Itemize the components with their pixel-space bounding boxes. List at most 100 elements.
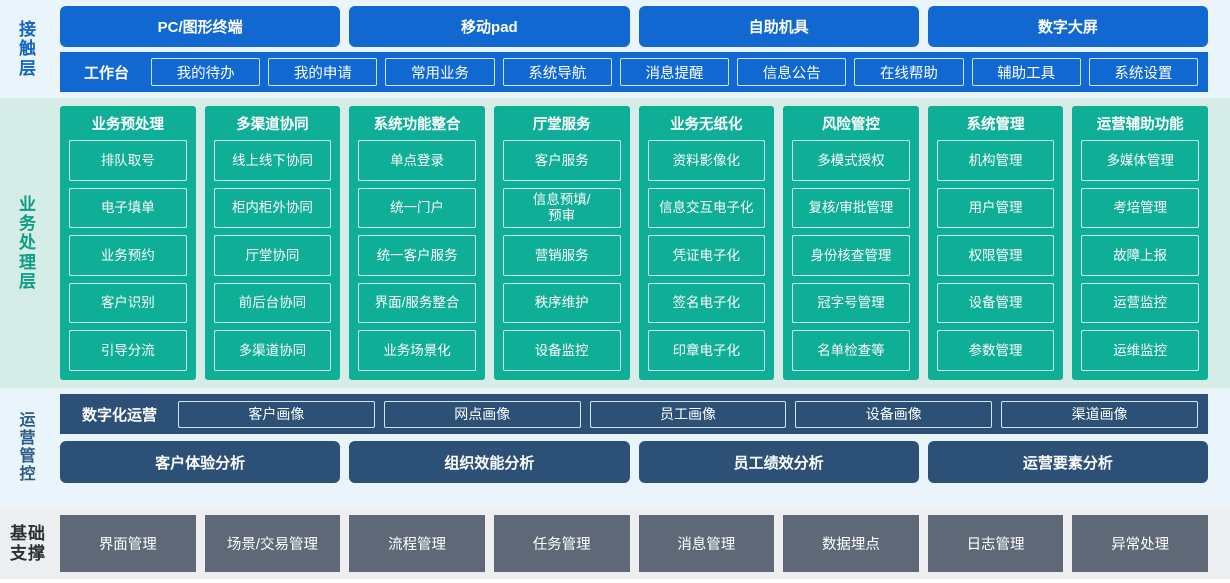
business-column-system-integration: 系统功能整合 单点登录 统一门户 统一客户服务 界面/服务整合 业务场景化 bbox=[349, 106, 485, 380]
biz-item[interactable]: 客户识别 bbox=[69, 282, 187, 324]
biz-item[interactable]: 秩序维护 bbox=[502, 282, 621, 324]
workbench-item-announcement[interactable]: 信息公告 bbox=[737, 58, 847, 86]
biz-item[interactable]: 多媒体管理 bbox=[1081, 140, 1199, 181]
biz-item[interactable]: 签名电子化 bbox=[647, 282, 766, 324]
biz-item[interactable]: 信息交互电子化 bbox=[647, 187, 766, 229]
biz-item[interactable]: 印章电子化 bbox=[647, 330, 766, 371]
biz-item[interactable]: 运营监控 bbox=[1081, 282, 1199, 324]
base-item-exception-handling[interactable]: 异常处理 bbox=[1072, 515, 1208, 572]
analysis-organization-efficiency[interactable]: 组织效能分析 bbox=[349, 441, 630, 483]
column-title: 厅堂服务 bbox=[532, 117, 591, 133]
biz-item[interactable]: 冠字号管理 bbox=[792, 282, 910, 324]
biz-item[interactable]: 多模式授权 bbox=[792, 140, 910, 181]
biz-item[interactable]: 机构管理 bbox=[936, 140, 1055, 181]
touch-layer-body: PC/图形终端 移动pad 自助机具 数字大屏 工作台 我的待办 我的申请 常用… bbox=[56, 6, 1230, 92]
business-column-risk-control: 风险管控 多模式授权 复核/审批管理 身份核查管理 冠字号管理 名单检查等 bbox=[783, 106, 919, 380]
workbench-item-online-help[interactable]: 在线帮助 bbox=[854, 58, 964, 86]
base-item-ui-management[interactable]: 界面管理 bbox=[60, 515, 196, 572]
biz-item[interactable]: 线上线下协同 bbox=[213, 140, 332, 181]
biz-item[interactable]: 用户管理 bbox=[936, 187, 1055, 229]
biz-item[interactable]: 引导分流 bbox=[69, 330, 187, 371]
digital-operations-title: 数字化运营 bbox=[82, 406, 158, 424]
workbench-item-aux-tools[interactable]: 辅助工具 bbox=[971, 58, 1081, 86]
column-items: 资料影像化 信息交互电子化 凭证电子化 签名电子化 印章电子化 bbox=[647, 140, 766, 371]
analysis-customer-experience[interactable]: 客户体验分析 bbox=[60, 441, 341, 483]
column-title: 运营辅助功能 bbox=[1096, 117, 1184, 133]
biz-item[interactable]: 营销服务 bbox=[502, 235, 621, 276]
channel-self-service[interactable]: 自助机具 bbox=[638, 6, 919, 47]
workbench-item-common-business[interactable]: 常用业务 bbox=[385, 58, 495, 86]
column-title: 系统功能整合 bbox=[373, 117, 461, 133]
biz-item[interactable]: 信息预填/ 预审 bbox=[502, 187, 621, 229]
business-column-pre-processing: 业务预处理 排队取号 电子填单 业务预约 客户识别 引导分流 bbox=[60, 106, 196, 380]
biz-item[interactable]: 界面/服务整合 bbox=[358, 282, 476, 324]
biz-item[interactable]: 单点登录 bbox=[358, 140, 476, 181]
business-layer-body: 业务预处理 排队取号 电子填单 业务预约 客户识别 引导分流 多渠道协同 线上线… bbox=[56, 106, 1230, 380]
biz-item[interactable]: 排队取号 bbox=[69, 140, 187, 181]
biz-item[interactable]: 运维监控 bbox=[1081, 330, 1199, 371]
biz-item[interactable]: 业务场景化 bbox=[358, 330, 476, 371]
biz-item[interactable]: 柜内柜外协同 bbox=[213, 187, 332, 229]
biz-item[interactable]: 凭证电子化 bbox=[647, 235, 766, 276]
biz-item[interactable]: 考培管理 bbox=[1081, 187, 1199, 229]
biz-item[interactable]: 故障上报 bbox=[1081, 235, 1199, 276]
workbench-item-system-settings[interactable]: 系统设置 bbox=[1088, 58, 1198, 86]
column-title: 风险管控 bbox=[821, 117, 880, 133]
base-items-row: 界面管理 场景/交易管理 流程管理 任务管理 消息管理 数据埋点 日志管理 异常… bbox=[56, 515, 1230, 572]
analysis-row: 客户体验分析 组织效能分析 员工绩效分析 运营要素分析 bbox=[60, 441, 1208, 483]
workbench-item-my-todo[interactable]: 我的待办 bbox=[151, 58, 261, 86]
biz-item[interactable]: 设备监控 bbox=[502, 330, 621, 371]
workbench-item-system-nav[interactable]: 系统导航 bbox=[502, 58, 612, 86]
base-item-scenario-transaction[interactable]: 场景/交易管理 bbox=[204, 515, 341, 572]
biz-item[interactable]: 电子填单 bbox=[69, 187, 187, 229]
analysis-employee-performance[interactable]: 员工绩效分析 bbox=[638, 441, 919, 483]
analysis-operation-elements[interactable]: 运营要素分析 bbox=[927, 441, 1208, 483]
biz-item[interactable]: 客户服务 bbox=[502, 140, 621, 181]
workbench-item-message-alert[interactable]: 消息提醒 bbox=[619, 58, 730, 86]
business-layer-label: 业务处理层 bbox=[0, 106, 56, 380]
base-item-process-management[interactable]: 流程管理 bbox=[349, 515, 485, 572]
biz-item[interactable]: 统一门户 bbox=[358, 187, 476, 229]
biz-item[interactable]: 身份核查管理 bbox=[792, 235, 910, 276]
biz-item[interactable]: 设备管理 bbox=[936, 282, 1055, 324]
business-columns: 业务预处理 排队取号 电子填单 业务预约 客户识别 引导分流 多渠道协同 线上线… bbox=[56, 106, 1230, 380]
portrait-item-customer[interactable]: 客户画像 bbox=[178, 400, 375, 428]
biz-item[interactable]: 参数管理 bbox=[936, 330, 1055, 371]
base-item-task-management[interactable]: 任务管理 bbox=[493, 515, 630, 572]
channel-pc[interactable]: PC/图形终端 bbox=[60, 6, 341, 47]
column-items: 单点登录 统一门户 统一客户服务 界面/服务整合 业务场景化 bbox=[358, 140, 476, 371]
biz-item[interactable]: 名单检查等 bbox=[792, 330, 910, 371]
touch-layer-band: 接触层 PC/图形终端 移动pad 自助机具 数字大屏 工作台 我的待办 我的申… bbox=[0, 0, 1230, 98]
biz-item[interactable]: 统一客户服务 bbox=[358, 235, 476, 276]
business-layer-label-text: 业务处理层 bbox=[19, 195, 37, 291]
biz-item[interactable]: 业务预约 bbox=[69, 235, 187, 276]
base-item-data-tracking[interactable]: 数据埋点 bbox=[783, 515, 919, 572]
column-title: 多渠道协同 bbox=[236, 117, 309, 133]
biz-item[interactable]: 多渠道协同 bbox=[213, 330, 332, 371]
biz-item[interactable]: 资料影像化 bbox=[647, 140, 766, 181]
biz-item[interactable]: 前后台协同 bbox=[213, 282, 332, 324]
base-item-message-management[interactable]: 消息管理 bbox=[638, 515, 775, 572]
biz-item[interactable]: 权限管理 bbox=[936, 235, 1055, 276]
portrait-item-channel[interactable]: 渠道画像 bbox=[1001, 400, 1198, 428]
column-items: 多媒体管理 考培管理 故障上报 运营监控 运维监控 bbox=[1081, 140, 1199, 371]
channel-digital-screen[interactable]: 数字大屏 bbox=[927, 6, 1208, 47]
biz-item[interactable]: 复核/审批管理 bbox=[792, 187, 910, 229]
portrait-item-branch[interactable]: 网点画像 bbox=[383, 400, 581, 428]
biz-item[interactable]: 厅堂协同 bbox=[213, 235, 332, 276]
column-title: 系统管理 bbox=[966, 117, 1025, 133]
business-column-multichannel: 多渠道协同 线上线下协同 柜内柜外协同 厅堂协同 前后台协同 多渠道协同 bbox=[204, 106, 341, 380]
touch-layer-label: 接触层 bbox=[0, 6, 56, 92]
channel-row: PC/图形终端 移动pad 自助机具 数字大屏 bbox=[56, 6, 1230, 47]
column-items: 多模式授权 复核/审批管理 身份核查管理 冠字号管理 名单检查等 bbox=[792, 140, 910, 371]
base-item-log-management[interactable]: 日志管理 bbox=[927, 515, 1064, 572]
portrait-item-device[interactable]: 设备画像 bbox=[795, 400, 993, 428]
column-items: 客户服务 信息预填/ 预审 营销服务 秩序维护 设备监控 bbox=[502, 140, 621, 371]
touch-layer-label-text: 接触层 bbox=[19, 20, 37, 78]
business-column-operation-support: 运营辅助功能 多媒体管理 考培管理 故障上报 运营监控 运维监控 bbox=[1072, 106, 1208, 380]
base-layer-label: 基础支撑 bbox=[0, 515, 56, 572]
channel-mobile-pad[interactable]: 移动pad bbox=[349, 6, 630, 47]
portrait-item-employee[interactable]: 员工画像 bbox=[589, 400, 787, 428]
workbench-item-my-application[interactable]: 我的申请 bbox=[268, 58, 378, 86]
business-column-system-management: 系统管理 机构管理 用户管理 权限管理 设备管理 参数管理 bbox=[927, 106, 1064, 380]
